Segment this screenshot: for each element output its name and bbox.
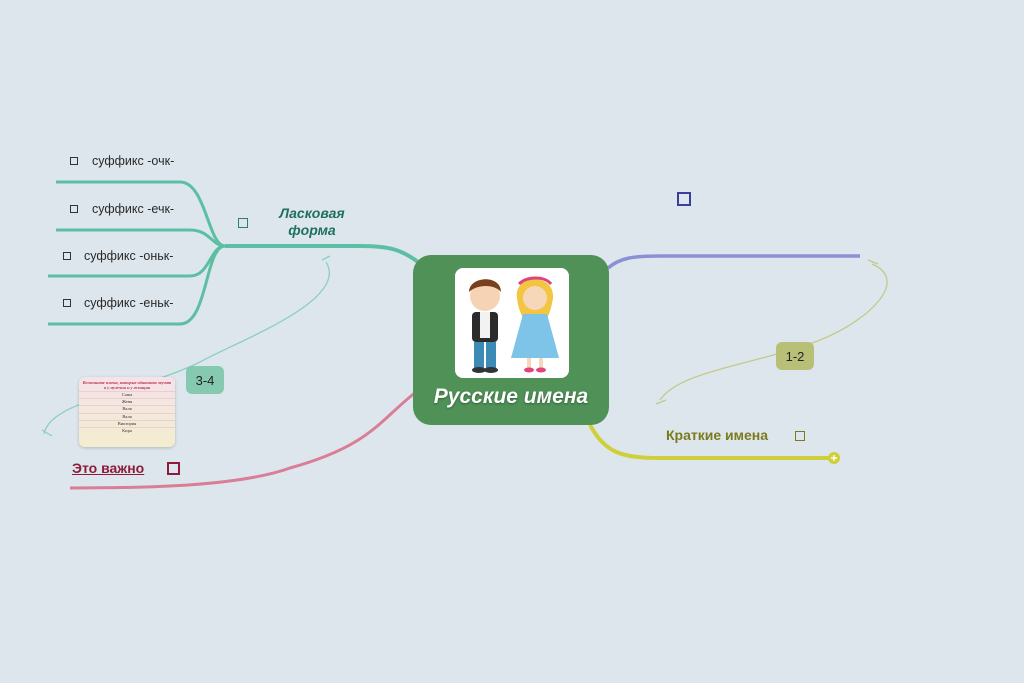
note-row: Валя — [79, 405, 175, 412]
note-row: Женя — [79, 398, 175, 405]
teal-sub-line-2 — [56, 228, 226, 248]
pink-branch-line — [69, 390, 417, 490]
suffix-checkbox-1[interactable] — [70, 157, 78, 165]
central-topic[interactable]: Русские имена — [413, 255, 609, 425]
note-title: Вспомните имена, которые одинаково звуча… — [82, 380, 172, 390]
suffix-label-3: суффикс -оньк- — [84, 249, 174, 263]
teal-relation-curve — [43, 261, 330, 435]
note-row: Саша — [79, 391, 175, 398]
topic-laskovaya-forma[interactable]: Ласковая форма — [279, 205, 345, 238]
suffix-checkbox-4[interactable] — [63, 299, 71, 307]
olive-branch-line — [588, 424, 834, 460]
purple-topic-checkbox[interactable] — [677, 192, 691, 206]
laskovaya-checkbox[interactable] — [238, 218, 248, 228]
teal-relation-arrow — [321, 255, 331, 261]
purple-branch-line — [606, 254, 860, 270]
teal-branch-line — [225, 244, 420, 264]
topic-kratkie-imena[interactable]: Краткие имена — [666, 427, 769, 443]
boy-and-girl-illustration-icon — [455, 268, 569, 378]
note-row: Валя — [79, 412, 175, 420]
suffix-label-1: суффикс -очк- — [92, 154, 175, 168]
note-row: Кира — [79, 427, 175, 434]
topic-eto-vazhno[interactable]: Это важно — [72, 460, 145, 476]
note-row: Виктория — [79, 419, 175, 427]
suffix-label-4: суффикс -еньк- — [84, 296, 174, 310]
teal-relation-end — [41, 429, 53, 437]
suffix-checkbox-2[interactable] — [70, 205, 78, 213]
note-image[interactable]: Вспомните имена, которые одинаково звуча… — [79, 377, 175, 447]
kratkie-checkbox[interactable] — [795, 431, 805, 441]
olive-relation-curve — [659, 263, 888, 401]
relation-badge-3-4[interactable]: 3-4 — [186, 366, 224, 394]
relation-badge-1-2[interactable]: 1-2 — [776, 342, 814, 370]
suffix-checkbox-3[interactable] — [63, 252, 71, 260]
teal-sub-line-4 — [48, 244, 226, 326]
vazhno-checkbox[interactable] — [167, 462, 180, 475]
suffix-label-2: суффикс -ечк- — [92, 202, 175, 216]
central-topic-title: Русские имена — [433, 385, 589, 408]
